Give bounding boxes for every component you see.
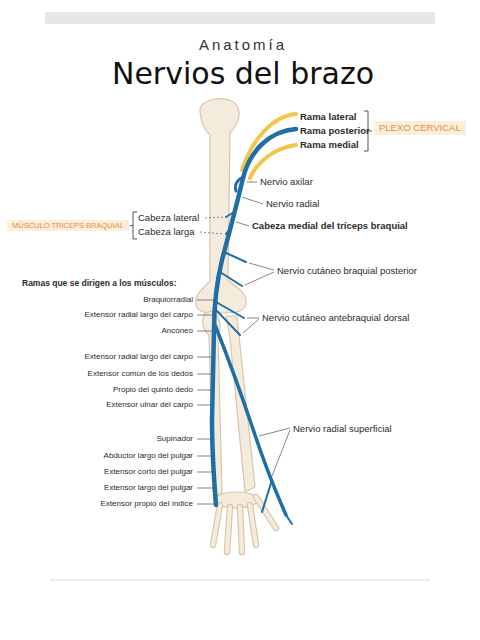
branch-label: Rama lateral: [300, 111, 357, 122]
muscle-head-label: Cabeza larga: [138, 226, 195, 237]
nerve-label: Nervio radial: [266, 198, 319, 209]
muscle-label: Supinador: [157, 434, 193, 444]
branch-label: Rama medial: [300, 139, 359, 150]
plexus-branches: [242, 114, 296, 178]
region-band: PLEXO CERVICAL: [374, 121, 466, 135]
band-text: MÚSCULO TRICEPS BRAQUIAL: [12, 221, 124, 230]
muscle-label: Extensor corto del pulgar: [104, 467, 193, 477]
radius: [226, 316, 255, 492]
muscle-label: Ancóneo: [161, 326, 193, 336]
muscle-label: Extensor largo del pulgar: [104, 483, 193, 493]
nerve-label: Nervio cutáneo braquial posterior: [277, 265, 417, 276]
muscle-label: Extensor ulnar del carpo: [106, 400, 193, 410]
muscle-label: Extensor propio del índice: [101, 499, 194, 509]
brackets: [130, 111, 372, 239]
muscle-label: Extensor radial largo del carpo: [84, 352, 193, 362]
diagram-title: Nervios del brazo: [3, 56, 480, 92]
muscle-label: Extensor radial largo del carpo: [84, 310, 193, 320]
muscle-head-label: Cabeza medial del tríceps braquial: [252, 220, 408, 231]
band-text: PLEXO CERVICAL: [379, 122, 461, 133]
region-band: MÚSCULO TRICEPS BRAQUIAL: [7, 220, 129, 231]
muscle-head-label: Cabeza lateral: [138, 212, 199, 223]
nerve-label: Nervio cutáneo antebraquial dorsal: [262, 312, 409, 323]
branch-label: Rama posterior: [300, 125, 370, 136]
bottom-rule: [50, 579, 430, 581]
fingers: [213, 497, 276, 552]
nerve-label: Nervio radial superficial: [293, 423, 392, 434]
top-bar: [45, 12, 435, 24]
nerve-label: Nervio axilar: [260, 176, 313, 187]
subtitle: Anatomía: [3, 36, 480, 54]
radial-nerve: [212, 129, 296, 524]
muscle-label: Extensor común de los dedos: [88, 369, 193, 379]
humerus: [196, 99, 246, 313]
muscle-label: Braquiorradial: [143, 295, 193, 305]
list-heading: Ramas que se dirigen a los músculos:: [22, 278, 176, 288]
muscle-label: Abductor largo del pulgar: [104, 451, 193, 461]
muscle-label: Propio del quinto dedo: [113, 385, 193, 395]
